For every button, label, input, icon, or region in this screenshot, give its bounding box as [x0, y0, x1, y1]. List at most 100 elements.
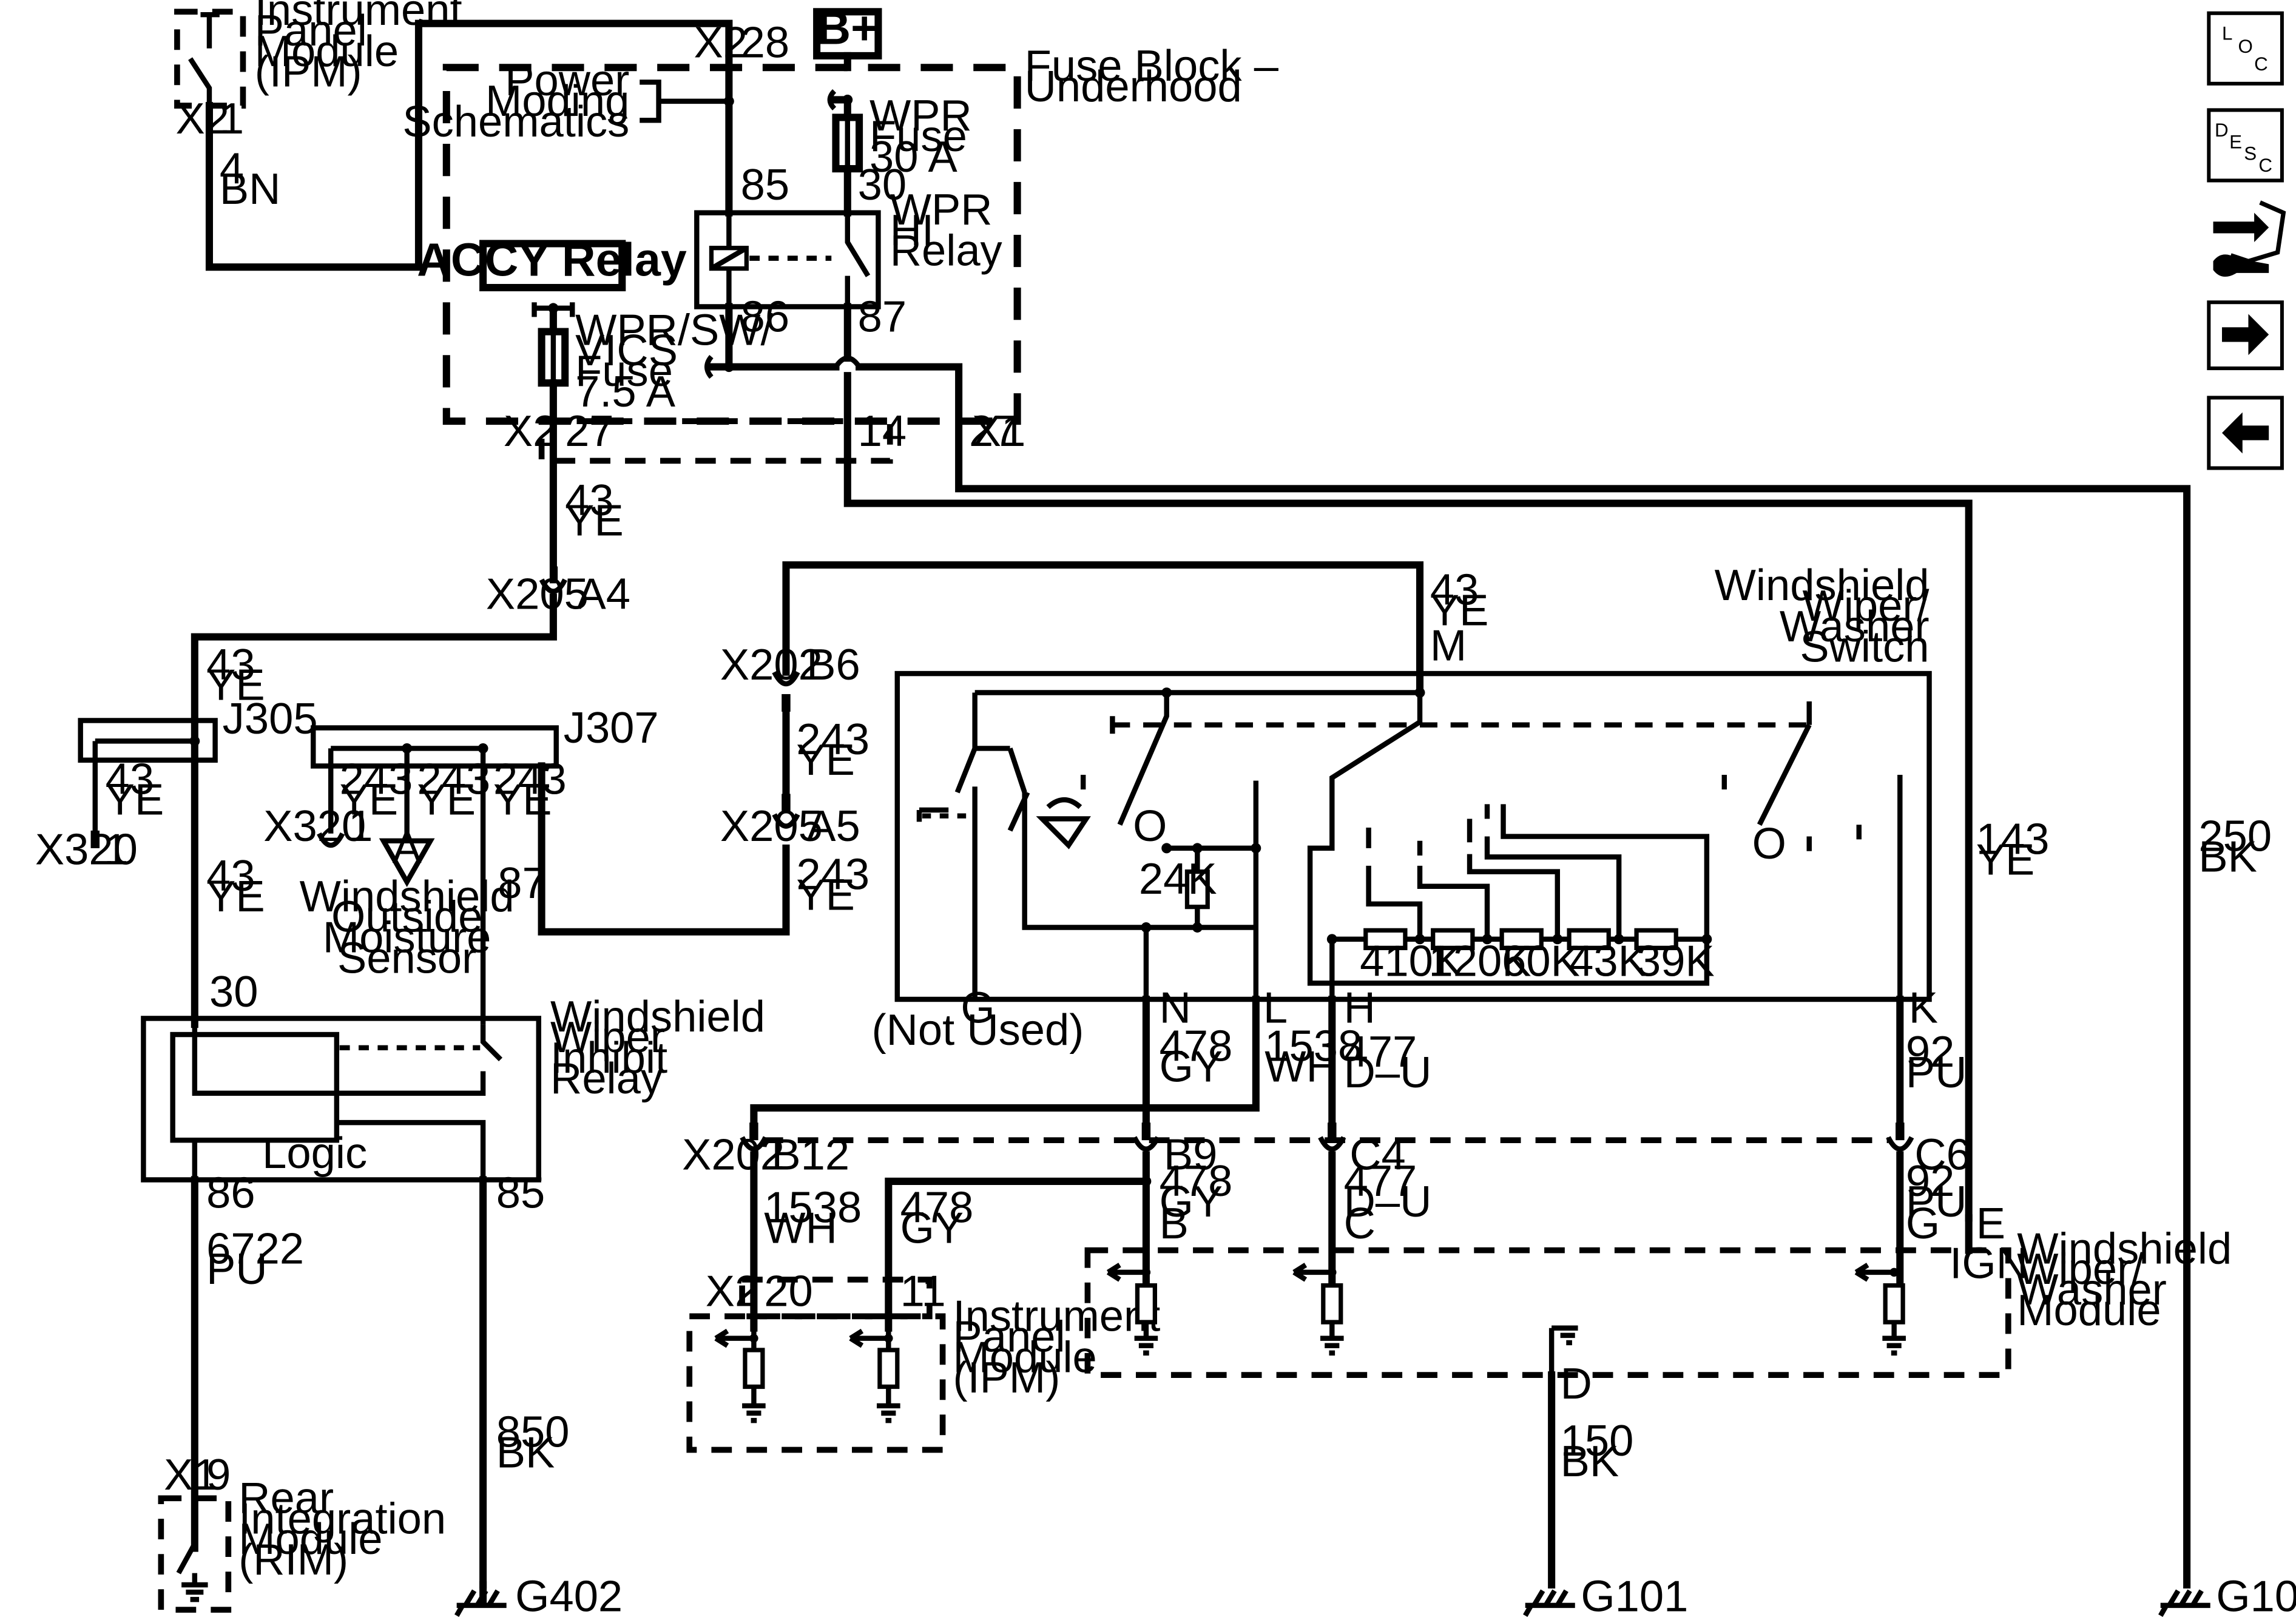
connector-x1-9-pin: 9 [206, 1450, 231, 1499]
wire-150-color: BK [1561, 1437, 1619, 1486]
connector-x320-label-a: X320 [35, 825, 138, 874]
relay-pin-86: 86 [741, 292, 789, 341]
switch-pin-n: N [1160, 984, 1191, 1033]
ipm-input-circuits [714, 1328, 900, 1423]
moisture-sensor-pin-a: A [393, 823, 422, 873]
connector-x2-1-pin: 1 [220, 94, 244, 143]
connector-pin-14: 14 [858, 407, 907, 456]
wire-4-color: BN [220, 164, 281, 214]
resistor-43k-label: 43K [1569, 936, 1647, 985]
wiper-washer-module [1084, 1247, 2011, 1378]
inhibit-relay-label-3: Inhibit [550, 1033, 667, 1082]
wire-243-number-v1: 243 [796, 715, 869, 764]
splice-j305-label: J305 [223, 694, 318, 743]
connector-x202-b12-label: X202 [682, 1130, 785, 1179]
wire-43-number-m: 43 [1430, 565, 1479, 614]
wpr-hi-relay-label-1: WPR [890, 185, 993, 234]
wiper-module-label-3: Washer [2017, 1265, 2167, 1314]
wire-92-color-1: PU [1906, 1048, 1967, 1097]
ground-g402-label: G402 [515, 1571, 623, 1617]
wiper-module-label-4: Module [2017, 1286, 2161, 1335]
connector-x1-27-label: X1 [972, 407, 1026, 456]
wire-478-color-1: GY [1160, 1042, 1223, 1091]
loc-letter-l: L [2222, 22, 2232, 44]
connector-x202-b6-pin: B6 [806, 640, 860, 689]
wire-478-color-3: GY [900, 1203, 964, 1252]
splice-j307 [311, 725, 559, 769]
loc-button[interactable]: L O C [2207, 11, 2284, 86]
wiper-module-ign-label: IGN [1950, 1238, 2028, 1288]
wpr-hi-relay [694, 210, 881, 309]
arrow-left-icon[interactable] [2207, 396, 2284, 470]
moisture-sensor-triangle [379, 838, 435, 888]
inhibit-relay-pin-30: 30 [209, 967, 258, 1016]
rim-label-3: Module [238, 1514, 382, 1564]
fuse-block-label-1: Fuse Block – [1025, 41, 1279, 90]
switch-pin-h: H [1344, 984, 1376, 1033]
wire-6722-number: 6722 [206, 1224, 304, 1273]
connector-x2-1-label: X2 [175, 94, 229, 143]
ws-switch-label-2: Wiper/ [1802, 581, 1930, 630]
loc-letter-c: C [2254, 53, 2268, 75]
connector-x205-a5-pin: A5 [806, 802, 860, 851]
wire-478-number-1: 478 [1160, 1021, 1233, 1070]
wire-4-number: 4 [220, 144, 244, 193]
wpr-hi-relay-label-2: HI [890, 206, 934, 255]
switch-pin-g-label: G [961, 984, 994, 1033]
wpr-fuse-label-3: 30 A [869, 132, 958, 181]
ipm-bottom-label-3: Module [953, 1332, 1096, 1382]
connector-icon[interactable] [2213, 200, 2286, 277]
wire-4-bn [205, 19, 733, 271]
desc-letter-s: S [2244, 143, 2257, 164]
arrow-right-icon[interactable] [2207, 300, 2284, 371]
wire-243-color-2: YE [417, 775, 476, 824]
accy-relay-box [479, 240, 626, 292]
wire-43-color-b: YE [206, 661, 265, 710]
wire-243-number-2: 243 [417, 754, 491, 803]
accy-relay-label: ACCY Relay [417, 234, 687, 286]
wire-143-color: YE [1976, 835, 2035, 884]
wire-250-number: 250 [2198, 812, 2272, 861]
connector-x320-pin-a: 1 [104, 825, 128, 874]
module-pin-c: C [1344, 1199, 1376, 1248]
ipm-top-label-4: (IPM) [255, 47, 362, 96]
wire-43-number-b: 43 [206, 640, 255, 689]
wire-243-number-1: 243 [340, 754, 413, 803]
wire-43-color-m: YE [1430, 586, 1489, 635]
splice-j305 [78, 718, 218, 763]
ground-g402-icon [454, 1581, 507, 1617]
inhibit-relay-pin-85: 85 [496, 1168, 545, 1217]
wire-92-number-1: 92 [1906, 1027, 1954, 1076]
ipm-top-module: Instrument Panel Module (IPM) [174, 0, 462, 109]
wire-92-color-2: PU [1906, 1177, 1967, 1226]
wire-243-color-v2: YE [796, 870, 855, 919]
fuse-block-label-2: Underhood [1025, 62, 1242, 111]
module-pin-g: G [1906, 1199, 1940, 1248]
connector-x202-b6-label: X202 [720, 640, 823, 689]
switch-position-o-1: O [1133, 802, 1167, 851]
connector-x2-28-pin: 28 [741, 18, 789, 67]
ipm-bottom-label-1: Instrument [953, 1291, 1160, 1340]
wire-43-color-a: YE [565, 496, 624, 545]
loc-letter-o: O [2238, 36, 2253, 57]
power-moding-label-2: Moding [485, 76, 629, 126]
relay-pin-85: 85 [741, 160, 789, 209]
splice-j307-label: J307 [564, 703, 659, 752]
connector-x1-27-pin: 27 [969, 407, 1018, 456]
vics-fuse-label-3: Fuse [575, 346, 673, 396]
inhibit-relay-label-2: Wiper [550, 1013, 665, 1062]
connector-x2-20-11-label: X2 [706, 1266, 760, 1315]
connector-b9-pin: B9 [1164, 1130, 1218, 1179]
connector-x1-9-label: X1 [164, 1450, 218, 1499]
vics-fuse-label-2: VICS [575, 326, 678, 375]
ws-switch-label-1: Windshield [1715, 561, 1930, 610]
desc-button[interactable]: D E S C [2207, 108, 2284, 183]
moisture-sensor-label-4: Sensor [337, 933, 476, 982]
wire-92-number-2: 92 [1906, 1156, 1954, 1206]
ground-g104-icon [2158, 1589, 2210, 1617]
ipm-top-label-2: Panel [255, 6, 367, 55]
connector-x2-pin-11: 11 [900, 1266, 946, 1315]
inhibit-relay-pin-86: 86 [206, 1168, 255, 1217]
rim-label-1: Rear [238, 1473, 334, 1522]
wire-477-number-2: 477 [1344, 1156, 1417, 1206]
